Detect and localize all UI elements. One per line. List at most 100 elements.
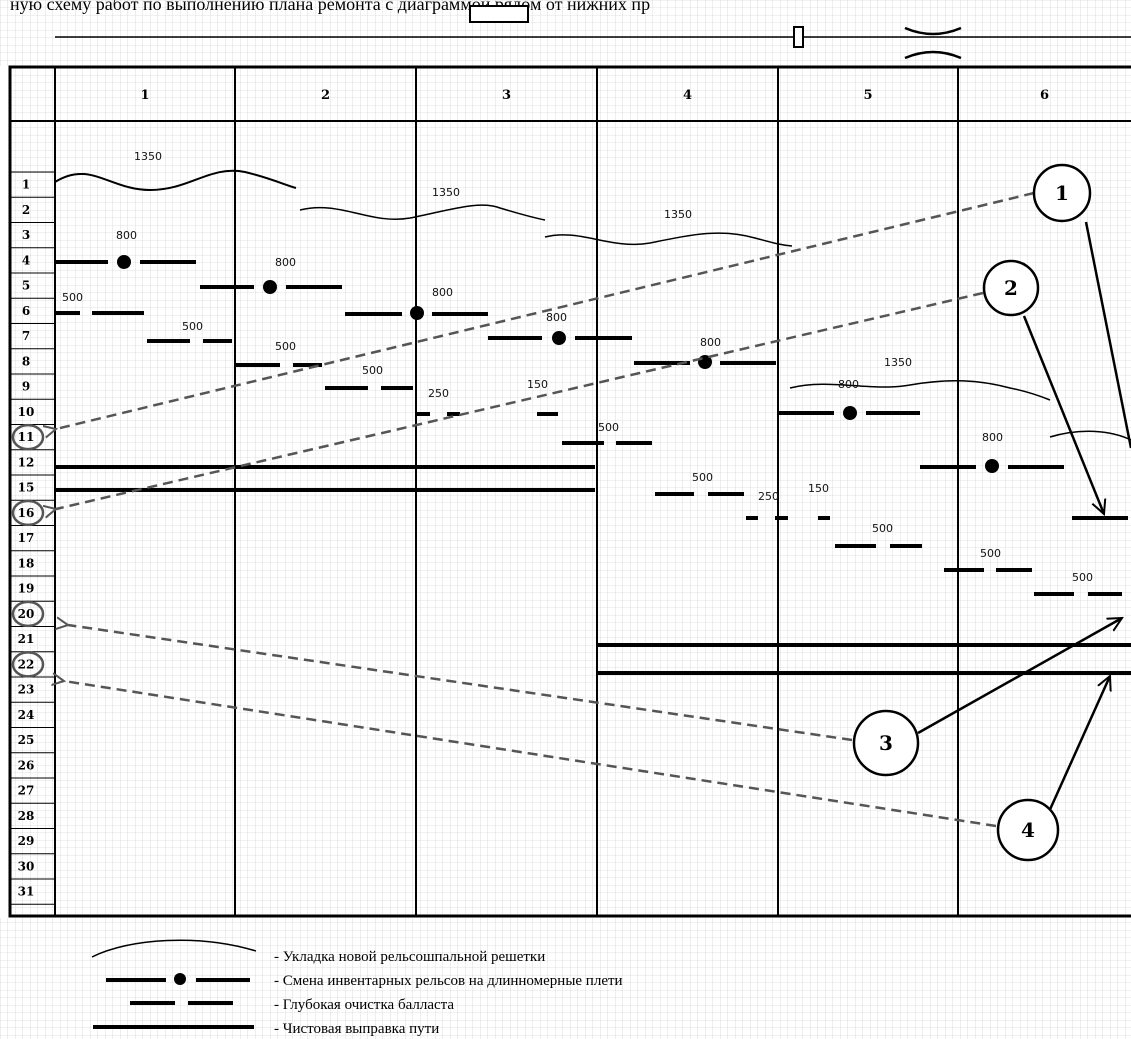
track-rectangle-icon xyxy=(469,5,529,23)
legend-item-3: - Глубокая очистка балласта xyxy=(274,997,454,1013)
solid-arrow xyxy=(1046,676,1110,815)
work-label: 800 xyxy=(700,336,721,349)
work-label: 500 xyxy=(980,547,1001,560)
row-label: 10 xyxy=(18,405,35,419)
column-label: 5 xyxy=(863,88,872,103)
dash-dot-marker xyxy=(552,331,566,345)
legend-item-1: - Укладка новой рельсошпальной решетки xyxy=(274,949,545,965)
row-label: 5 xyxy=(22,279,30,293)
work-label: 1350 xyxy=(884,356,912,369)
solid-arrow xyxy=(1022,315,1104,514)
row-label: 7 xyxy=(22,329,30,343)
row-label: 24 xyxy=(18,708,35,722)
work-label: 1350 xyxy=(432,186,460,199)
work-label: 500 xyxy=(872,522,893,535)
solid-line xyxy=(55,465,1131,675)
row-label: 2 xyxy=(22,203,30,217)
row-label: 12 xyxy=(18,455,35,469)
work-label: 500 xyxy=(692,471,713,484)
legend-item-4: - Чистовая выправка пути xyxy=(274,1021,439,1037)
svg-text:3: 3 xyxy=(879,731,893,755)
dashed-arrow xyxy=(56,291,984,509)
row-label: 22 xyxy=(18,657,35,671)
work-label: 500 xyxy=(275,340,296,353)
dashed-arrow xyxy=(56,191,1035,429)
work-labels: 1350 1350 1350 1350 800 800 800 800 800 … xyxy=(62,150,1093,584)
work-label: 1350 xyxy=(664,208,692,221)
row-label: 9 xyxy=(22,380,30,394)
solid-arrow xyxy=(1084,221,1131,449)
legend: - Укладка новой рельсошпальной решетки -… xyxy=(0,918,1131,1039)
dashed-line xyxy=(55,311,1122,596)
column-label: 1 xyxy=(140,88,149,103)
circled-row-marker xyxy=(11,651,45,678)
row-label: 1 xyxy=(22,178,30,192)
work-label: 500 xyxy=(62,291,83,304)
callout-circles: 1 2 3 4 xyxy=(852,163,1092,862)
work-label: 500 xyxy=(598,421,619,434)
row-label: 11 xyxy=(18,430,35,444)
svg-text:2: 2 xyxy=(1004,276,1018,300)
row-label: 31 xyxy=(18,885,35,899)
work-label: 150 xyxy=(808,482,829,495)
row-label: 8 xyxy=(22,354,30,368)
dashed-arrow xyxy=(68,625,853,742)
row-label: 16 xyxy=(18,506,35,520)
work-label: 800 xyxy=(275,256,296,269)
legend-item-2: - Смена инвентарных рельсов на длинномер… xyxy=(274,973,623,989)
column-label: 4 xyxy=(683,88,692,103)
row-label: 4 xyxy=(22,253,30,267)
row-label: 26 xyxy=(18,758,35,772)
column-label: 2 xyxy=(321,88,330,103)
dashed-arrow xyxy=(64,681,997,828)
callout-4: 4 xyxy=(996,798,1060,862)
row-label: 23 xyxy=(18,683,35,697)
work-label: 250 xyxy=(758,490,779,503)
svg-text:4: 4 xyxy=(1021,818,1035,842)
dash-dot-marker xyxy=(985,459,999,473)
row-label: 20 xyxy=(18,607,35,621)
work-label: 800 xyxy=(116,229,137,242)
callout-3: 3 xyxy=(852,709,920,777)
wave-line xyxy=(299,204,546,221)
wave-line xyxy=(54,169,297,192)
work-label: 500 xyxy=(362,364,383,377)
circled-row-marker xyxy=(11,600,45,628)
work-label: 800 xyxy=(432,286,453,299)
track-marker-icon xyxy=(793,26,804,48)
header-text: ную схему работ по выполнению плана ремо… xyxy=(10,0,650,14)
dash-dot-marker xyxy=(263,280,277,294)
dash-dot-marker xyxy=(117,255,131,269)
row-label: 3 xyxy=(22,228,30,242)
dash-dot-marker xyxy=(843,406,857,420)
work-items xyxy=(54,169,1131,675)
work-label: 800 xyxy=(982,431,1003,444)
work-label: 800 xyxy=(546,311,567,324)
column-header: 1 2 3 4 5 6 xyxy=(140,88,1049,103)
callout-arrows xyxy=(56,191,1131,828)
top-strip: ную схему работ по выполнению плана ремо… xyxy=(0,0,1131,66)
work-label: 800 xyxy=(838,378,859,391)
row-label: 15 xyxy=(18,481,35,495)
row-label: 18 xyxy=(18,556,35,570)
row-label: 21 xyxy=(18,632,35,646)
row-label: 29 xyxy=(18,834,35,848)
work-label: 150 xyxy=(527,378,548,391)
solid-arrow xyxy=(917,618,1122,735)
bridge-icon xyxy=(904,26,962,60)
row-label: 17 xyxy=(18,531,35,545)
work-label: 500 xyxy=(182,320,203,333)
row-label: 6 xyxy=(22,304,30,318)
column-label: 3 xyxy=(502,88,511,103)
wave-line xyxy=(544,232,793,247)
dash-dot-line-icon xyxy=(106,973,250,985)
dash-dot-marker xyxy=(410,306,424,320)
column-label: 6 xyxy=(1040,88,1049,103)
work-label: 250 xyxy=(428,387,449,400)
work-label: 500 xyxy=(1072,571,1093,584)
row-labels: 1234567891011121516171819202122232425262… xyxy=(11,178,45,899)
callout-1: 1 xyxy=(1032,163,1092,223)
svg-text:1: 1 xyxy=(1055,181,1069,205)
wave-line xyxy=(1049,430,1131,441)
